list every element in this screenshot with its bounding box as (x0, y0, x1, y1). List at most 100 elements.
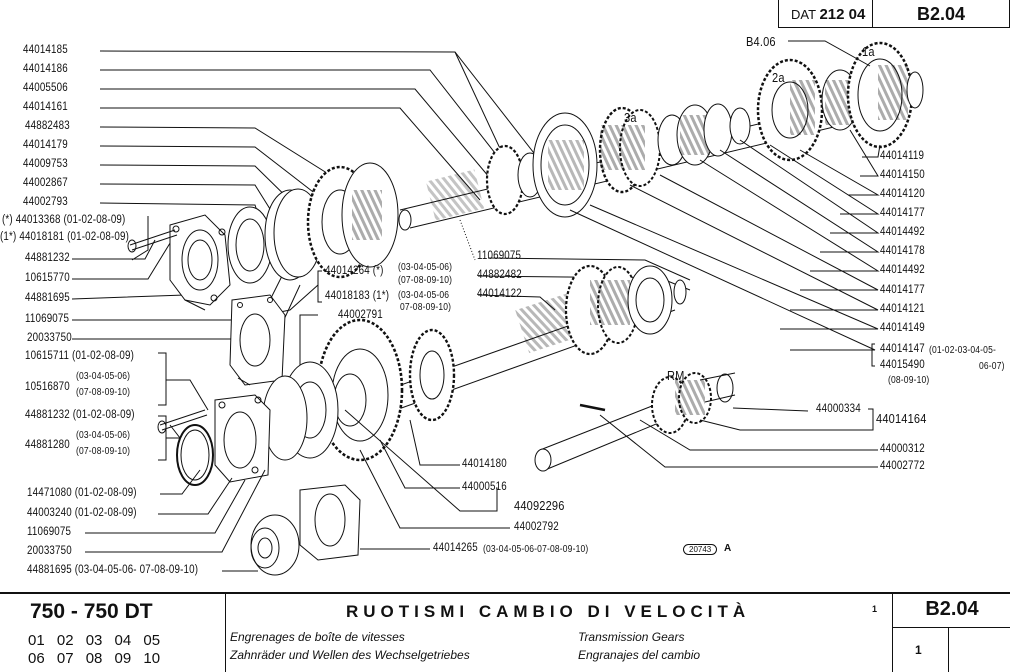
reference-cell: B2.04 1 (892, 594, 1010, 672)
leader-line (769, 144, 880, 215)
part-variant-label[interactable]: (1*) 44018181 (01-02-08-09) (0, 231, 129, 243)
leader-line (849, 129, 879, 177)
variant-codes: (07-08-09-10) (398, 275, 453, 286)
gear-label-1st: 1a (862, 44, 875, 59)
part-label[interactable]: 44014178 (880, 245, 925, 257)
part-label[interactable]: 44014265 (433, 542, 478, 554)
lower-flange (214, 394, 271, 483)
variant-codes: (03-04-05-06) (76, 430, 131, 441)
drawing-revision: A (724, 543, 732, 554)
part-label[interactable]: 44882483 (25, 120, 70, 132)
counter-bearing (627, 265, 673, 335)
part-label[interactable]: 11069075 (25, 313, 70, 325)
part-variant-label[interactable]: 44881232 (01-02-08-09) (25, 409, 135, 421)
dat-number: 212 04 (819, 6, 866, 23)
variant-mark: (1*) (0, 231, 17, 243)
part-variant-label[interactable]: 10615711 (01-02-08-09) (25, 350, 134, 362)
part-label[interactable]: 44000312 (880, 443, 925, 455)
part-label[interactable]: 44014492 (880, 264, 925, 276)
gear-4th (485, 144, 525, 216)
part-label[interactable]: 44881280 (25, 439, 70, 451)
variant-list-row-2: 06 07 08 09 10 (28, 650, 161, 667)
title-french: Engrenages de boîte de vitesses (230, 630, 405, 644)
variant-codes: (07-08-09-10) (76, 387, 131, 398)
leader-line (379, 439, 460, 489)
part-label[interactable]: 44881232 (25, 252, 70, 264)
part-label[interactable]: 44002792 (514, 521, 559, 533)
part-label[interactable]: 44014180 (462, 458, 507, 470)
leader-line (788, 40, 871, 67)
part-label[interactable]: 44002867 (23, 177, 68, 189)
part-label[interactable]: 44014121 (880, 303, 925, 315)
part-label[interactable]: 44002793 (23, 196, 68, 208)
leader-line (487, 257, 691, 281)
variant-codes: (03-04-05-06 (398, 290, 450, 301)
part-label[interactable]: 44014149 (880, 322, 925, 334)
part-label[interactable]: 44009753 (23, 158, 68, 170)
part-number: 44881232 (25, 409, 70, 421)
drawing-stamp: 20743 (683, 544, 718, 555)
variant-codes: (01-02-08-09) (72, 409, 135, 421)
leader-line (85, 469, 266, 553)
part-label[interactable]: 44002791 (338, 309, 383, 321)
part-label[interactable]: 44014492 (880, 226, 925, 238)
part-variant-label[interactable]: (*) 44013368 (01-02-08-09) (2, 214, 125, 226)
part-label[interactable]: 44000334 (816, 403, 861, 415)
title-block: 750 - 750 DT 01 02 03 04 05 06 07 08 09 … (0, 592, 1010, 672)
part-label[interactable]: 44014150 (880, 169, 925, 181)
part-label[interactable]: 44015490 (880, 359, 925, 371)
part-label[interactable]: 44014161 (23, 101, 68, 113)
part-label[interactable]: 44014264 (*) (325, 265, 384, 277)
part-variant-label[interactable]: 44881695 (03-04-05-06- 07-08-09-10) (27, 564, 198, 576)
part-label[interactable]: 11069075 (477, 250, 522, 262)
part-label[interactable]: 44881695 (25, 292, 70, 304)
part-label[interactable]: 10615770 (25, 272, 70, 284)
part-variant-label[interactable]: 14471080 (01-02-08-09) (27, 487, 137, 499)
leader-line (99, 145, 331, 206)
variant-codes: (03-04-05-06- 07-08-09-10) (74, 564, 199, 576)
part-label[interactable]: 44092296 (514, 498, 565, 513)
bottom-flange (299, 484, 361, 561)
title-german: Zahnräder und Wellen des Wechselgetriebe… (230, 648, 470, 662)
variant-codes: 07-08-09-10) (400, 302, 452, 313)
gear-label-2nd: 2a (772, 70, 785, 85)
part-label[interactable]: 44014186 (23, 63, 68, 75)
title-note: 1 (872, 604, 878, 614)
part-number: 14471080 (27, 487, 72, 499)
part-label[interactable]: 44014122 (477, 288, 522, 300)
part-label[interactable]: 44014179 (23, 139, 68, 151)
leader-line (589, 204, 879, 330)
variant-list-row-1: 01 02 03 04 05 (28, 632, 161, 649)
leader-line (639, 419, 878, 451)
part-label[interactable]: 44882482 (477, 269, 522, 281)
page-ref: B2.04 (916, 4, 966, 24)
part-label[interactable]: 44014147 (880, 343, 925, 355)
part-label[interactable]: 44018183 (1*) (325, 290, 390, 302)
part-label[interactable]: 44002772 (880, 460, 925, 472)
bolt-lower (157, 409, 208, 434)
part-label[interactable]: 44014177 (880, 207, 925, 219)
leader-line (359, 449, 510, 529)
leader-line (166, 379, 209, 411)
part-label[interactable]: 44000516 (462, 481, 507, 493)
part-label[interactable]: 44014177 (880, 284, 925, 296)
counter-gear-mid (408, 328, 456, 422)
leader-line (862, 144, 881, 158)
part-label[interactable]: 44005506 (23, 82, 68, 94)
leader-line (659, 174, 879, 291)
part-label[interactable]: 20033750 (27, 332, 72, 344)
part-label[interactable]: 10516870 (25, 381, 70, 393)
part-label[interactable]: 44014120 (880, 188, 925, 200)
variant-codes: (01-02-08-09) (74, 507, 137, 519)
bolt (127, 229, 178, 253)
part-variant-label[interactable]: 44003240 (01-02-08-09) (27, 507, 137, 519)
part-label[interactable]: 44014164 (876, 411, 927, 426)
part-label[interactable]: 44014185 (23, 44, 68, 56)
gear-label-reverse: RM (667, 368, 685, 383)
cross-reference-label[interactable]: B4.06 (746, 34, 776, 49)
part-label[interactable]: 44014119 (880, 150, 925, 162)
leader-line (100, 107, 481, 201)
part-label[interactable]: 11069075 (27, 526, 72, 538)
part-label[interactable]: 20033750 (27, 545, 72, 557)
leader-line (100, 88, 501, 191)
